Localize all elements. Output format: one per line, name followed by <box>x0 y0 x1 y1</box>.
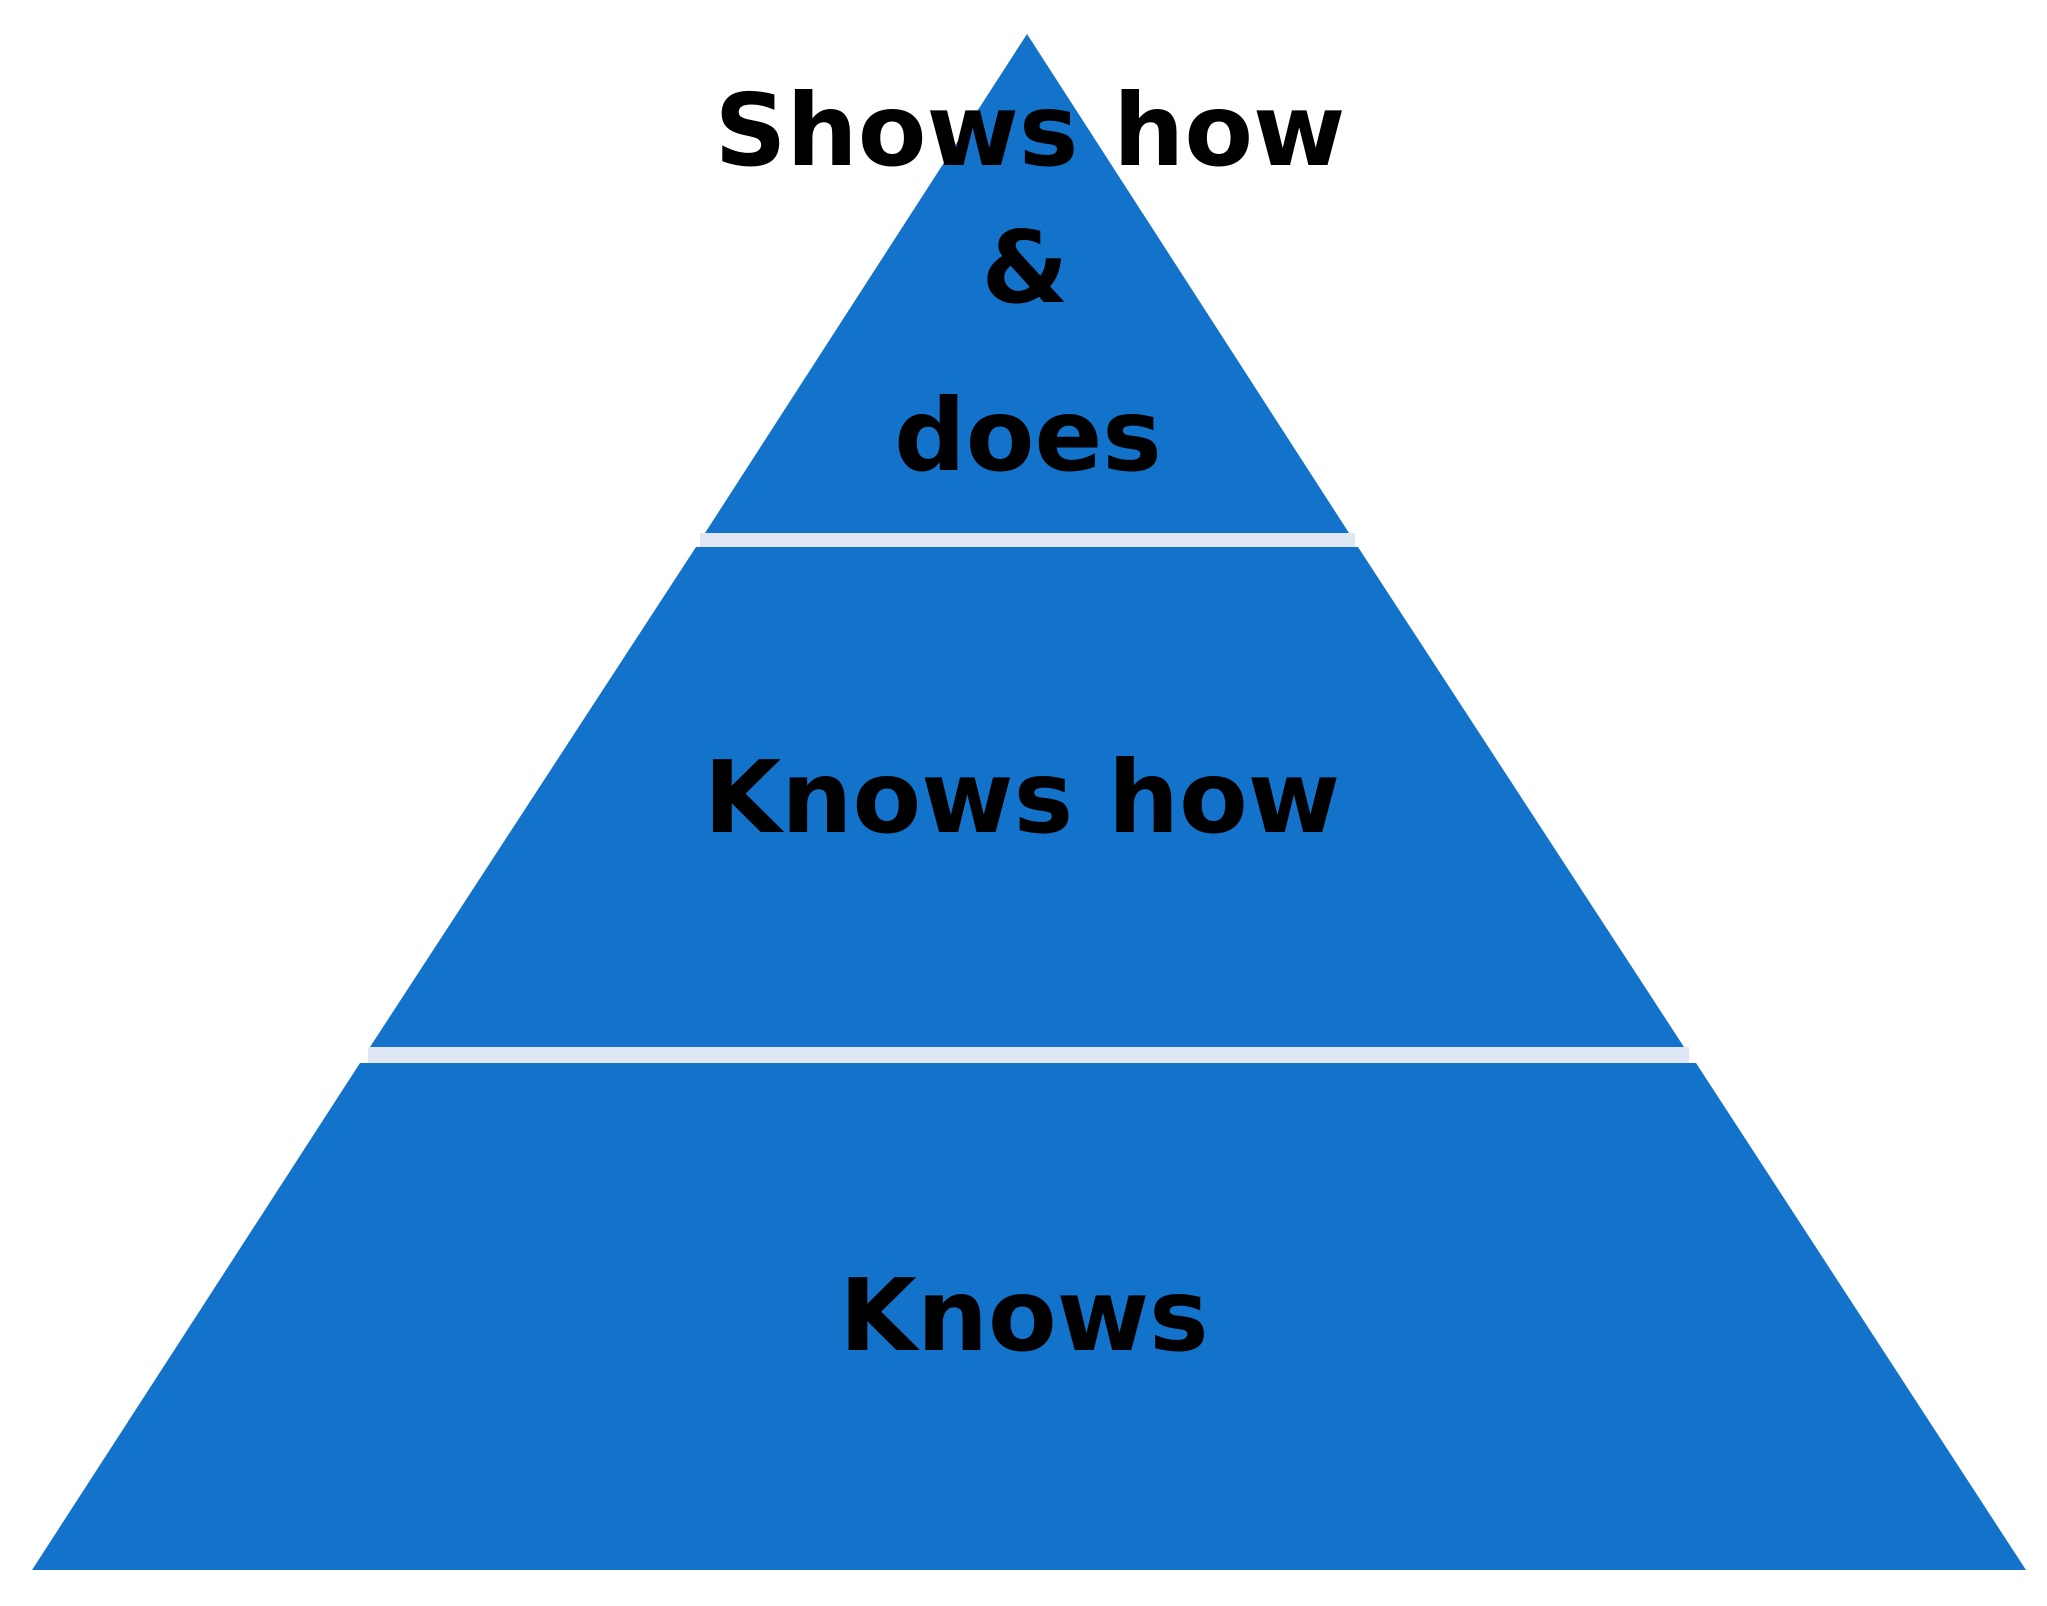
tier-label-top-line-2: & <box>981 209 1068 326</box>
tier-separator <box>368 1047 1689 1063</box>
tier-label-middle: Knows how <box>704 739 1340 856</box>
pyramid-tier-middle <box>370 547 1684 1047</box>
tier-label-top-line-3: does <box>894 377 1162 494</box>
tier-label-bottom: Knows <box>839 1257 1208 1374</box>
tier-separator <box>700 533 1355 547</box>
pyramid-tier-top <box>705 34 1349 533</box>
pyramid-tier-bottom <box>32 1063 2026 1570</box>
tier-label-top-line-1: Shows how <box>715 72 1346 189</box>
